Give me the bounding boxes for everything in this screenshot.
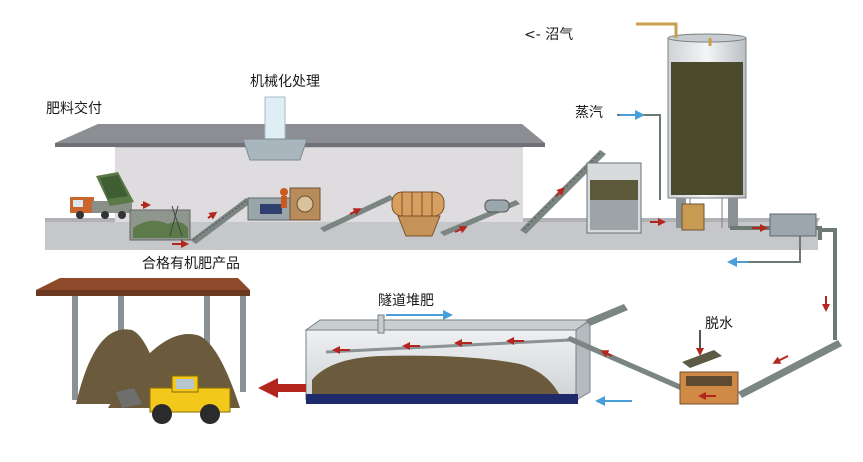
mixing-tank xyxy=(586,162,642,234)
tunnel-infeed-conveyor xyxy=(332,304,684,390)
output-arrow xyxy=(258,378,306,398)
receiving-pit xyxy=(129,205,191,241)
hall-roof xyxy=(55,124,545,143)
tunnel-composter xyxy=(304,310,632,406)
label-tunnel-composting: 隧道堆肥 xyxy=(378,293,434,309)
steam-pipe xyxy=(617,110,661,200)
label-dewatering: 脱水 xyxy=(705,316,733,332)
biogas-text: 沼气 xyxy=(545,27,574,43)
label-mechanical-processing: 机械化处理 xyxy=(250,74,320,90)
label-fertilizer-delivery: 肥料交付 xyxy=(46,101,102,117)
label-biogas: <- 沼气 xyxy=(524,24,573,44)
shredder-station xyxy=(247,187,321,221)
label-qualified-product: 合格有机肥产品 xyxy=(142,256,240,272)
ventilation-hood xyxy=(242,96,308,161)
biogas-pipe xyxy=(636,22,712,46)
label-steam: 蒸汽 xyxy=(575,105,603,121)
return-conveyor xyxy=(738,340,842,398)
wheel-loader xyxy=(116,375,231,424)
dump-truck xyxy=(70,172,134,219)
tunnel-compost xyxy=(312,355,560,396)
flow-arrows-top xyxy=(141,187,830,312)
conveyor-1 xyxy=(190,198,252,244)
biogas-arrow: <- xyxy=(524,27,541,43)
dewatering-unit xyxy=(679,330,739,405)
rotating-drum xyxy=(391,191,445,237)
digester-tower xyxy=(667,33,747,231)
digestate-pipe xyxy=(730,213,837,340)
